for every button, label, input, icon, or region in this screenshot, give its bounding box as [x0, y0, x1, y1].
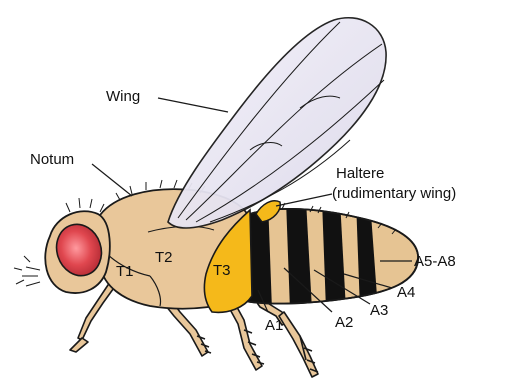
label-a2: A2	[335, 314, 353, 331]
head	[14, 198, 110, 293]
label-haltere: Haltere	[336, 165, 384, 182]
label-a3: A3	[370, 302, 388, 319]
label-notum: Notum	[30, 151, 74, 168]
label-a1: A1	[265, 317, 283, 334]
label-t3: T3	[213, 262, 231, 279]
label-wing: Wing	[106, 88, 140, 105]
label-a5-a8: A5-A8	[414, 253, 456, 270]
label-t1: T1	[116, 263, 134, 280]
label-t2: T2	[155, 249, 173, 266]
label-haltere-desc: (rudimentary wing)	[332, 185, 456, 202]
label-a4: A4	[397, 284, 415, 301]
